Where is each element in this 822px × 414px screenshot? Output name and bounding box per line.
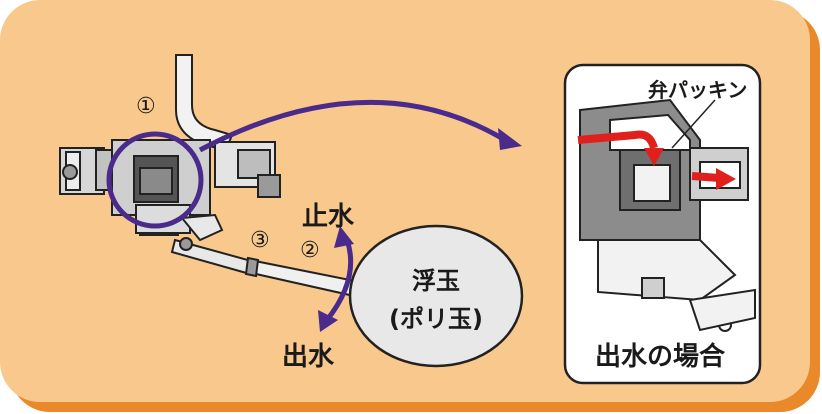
magnify-arrow [198, 99, 507, 153]
output-water-label: 出水 [282, 342, 335, 372]
flow-arrow-out [691, 172, 721, 182]
step-1-label: ① [136, 94, 156, 119]
step-2-label: ② [300, 238, 320, 263]
motion-arrowhead-down [318, 310, 338, 332]
inset-caption: 出水の場合 [594, 342, 725, 372]
float-ball-label-line1: 浮玉 [412, 267, 460, 295]
float-ball [348, 224, 524, 368]
highlight-circle [106, 131, 204, 229]
step-3-label: ③ [250, 228, 270, 253]
motion-arrowhead-up [334, 226, 354, 248]
ball-tap-assembly [59, 54, 377, 302]
motion-arrow [325, 239, 354, 322]
packing-leader [671, 99, 716, 149]
magnify-arrowhead [498, 128, 522, 150]
flow-arrowhead-in [644, 148, 664, 166]
float-ball-label-line2: (ポリ玉) [389, 305, 483, 333]
stop-water-label: 止水 [302, 202, 355, 232]
flow-arrow-in [577, 130, 658, 150]
flow-arrowhead-out [716, 168, 736, 190]
valve-packing-label: 弁パッキン [648, 78, 748, 102]
float-ball-label: 浮玉 (ポリ玉) [356, 262, 516, 338]
